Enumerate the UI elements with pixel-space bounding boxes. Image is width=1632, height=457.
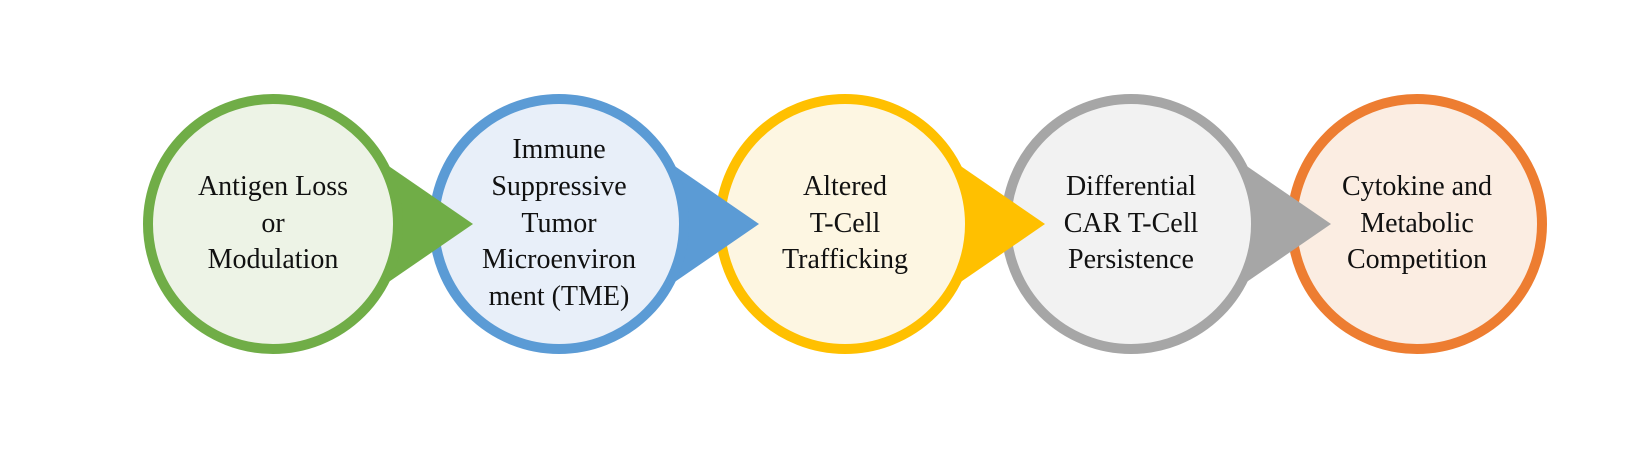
step-car-t-persistence: Differential CAR T-Cell Persistence [994, 87, 1344, 361]
step-label: Cytokine and Metabolic Competition [1341, 170, 1493, 276]
step-shape [1001, 94, 1331, 354]
step-circle [143, 94, 403, 354]
step-shape [143, 94, 473, 354]
step-label: Antigen Loss or Modulation [197, 170, 349, 276]
step-antigen-loss: Antigen Loss or Modulation [136, 87, 486, 361]
step-immune-suppressive-tme: Immune Suppressive Tumor Microenviron me… [422, 87, 772, 361]
step-label: Altered T-Cell Trafficking [782, 170, 908, 276]
step-shape [429, 94, 759, 354]
step-label: Immune Suppressive Tumor Microenviron me… [482, 133, 636, 313]
step-label: Differential CAR T-Cell Persistence [1063, 170, 1199, 276]
